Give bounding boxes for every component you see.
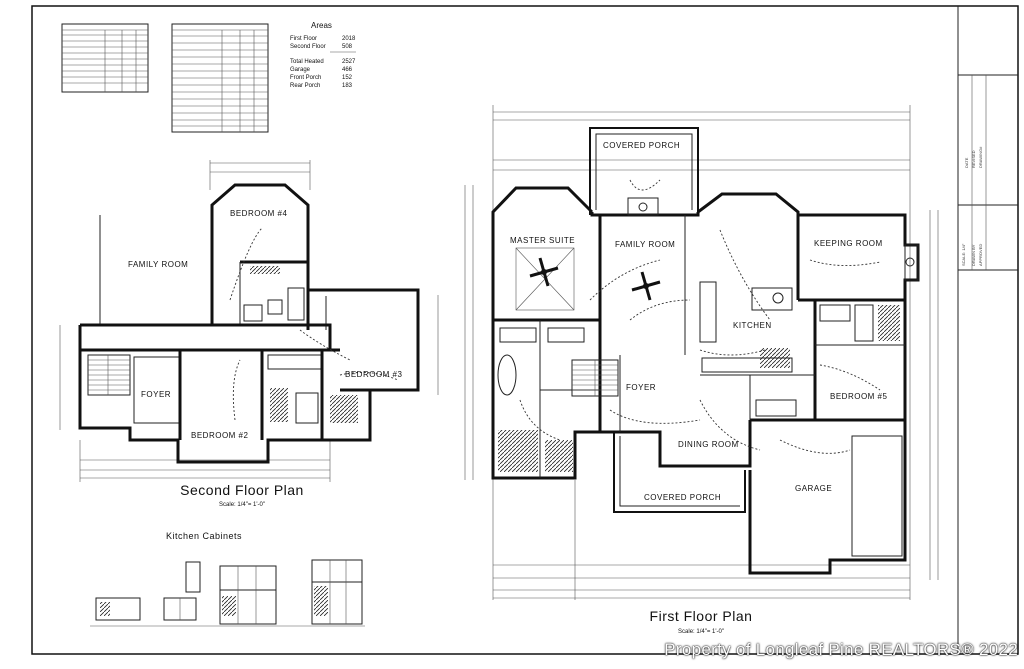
areas-row-value: 183 [342,83,353,89]
areas-table: Areas First Floor 2018 Second Floor 508 … [290,21,356,89]
title-block-approved: APPROVED [978,244,983,266]
first-floor-scale: Scale: 1/4"= 1'-0" [678,629,724,635]
room-foyer: FOYER [626,383,656,392]
sheet-border [31,5,1019,655]
title-block-drawing: DRAWING# [978,146,983,168]
areas-row-label: Second Floor [290,44,326,50]
room-family: FAMILY ROOM [128,260,188,269]
room-foyer: FOYER [141,390,171,399]
areas-row-value: 508 [342,44,353,50]
kitchen-cabinets-title: Kitchen Cabinets [166,531,242,541]
areas-row-value: 466 [342,67,353,73]
room-covered-porch-front: COVERED PORCH [644,493,721,502]
kitchen-cabinets: Kitchen Cabinets [90,531,365,627]
room-family: FAMILY ROOM [615,240,675,249]
room-bedroom-2: BEDROOM #2 [191,431,249,440]
title-block-drawn-by: DRAWN BY [971,244,976,266]
watermark: Property of Longleaf Pine REALTORS® 2022 [664,640,1018,659]
areas-row-label: Rear Porch [290,83,320,89]
room-dining: DINING ROOM [678,440,739,449]
second-floor-plan: BEDROOM #4 FAMILY ROOM BEDROOM #3 FOYER … [59,160,439,508]
areas-row-label: Front Porch [290,75,321,81]
title-block-scale: SCALE: 1/4" [961,243,966,266]
room-keeping: KEEPING ROOM [814,239,883,248]
stairs [571,359,619,397]
room-kitchen: KITCHEN [733,321,772,330]
ceiling-fan-icon [529,257,559,287]
room-garage: GARAGE [795,484,832,493]
fireplace-icon [627,197,659,216]
areas-row-label: First Floor [290,36,317,42]
room-bedroom-5: BEDROOM #5 [830,392,888,401]
first-floor-plan: COVERED PORCH MASTER SUITE FAMILY ROOM K… [464,105,939,635]
fireplace-icon [905,257,915,267]
room-bedroom-4: BEDROOM #4 [230,209,288,218]
ceiling-fan-icon [631,271,661,301]
title-block: DATE REVISED DRAWING# SCALE: 1/4" DRAWN … [957,6,1018,654]
second-floor-title: Second Floor Plan [180,482,304,498]
areas-row-label: Garage [290,67,311,73]
areas-row-label: Total Heated [290,59,324,65]
window-schedule-2nd [61,23,149,93]
areas-row-value: 2527 [342,59,356,65]
stairs [87,354,131,396]
first-floor-title: First Floor Plan [650,608,753,624]
title-block-revised: REVISED [971,150,976,168]
second-floor-scale: Scale: 1/4"= 1'-0" [219,502,265,508]
room-master-suite: MASTER SUITE [510,236,575,245]
areas-row-value: 2018 [342,36,356,42]
room-bedroom-3: BEDROOM #3 [345,370,403,379]
areas-row-value: 152 [342,75,353,81]
title-block-date: DATE [964,157,969,168]
areas-title: Areas [311,21,332,30]
room-covered-porch-rear: COVERED PORCH [603,141,680,150]
window-schedule-1st [171,23,269,133]
